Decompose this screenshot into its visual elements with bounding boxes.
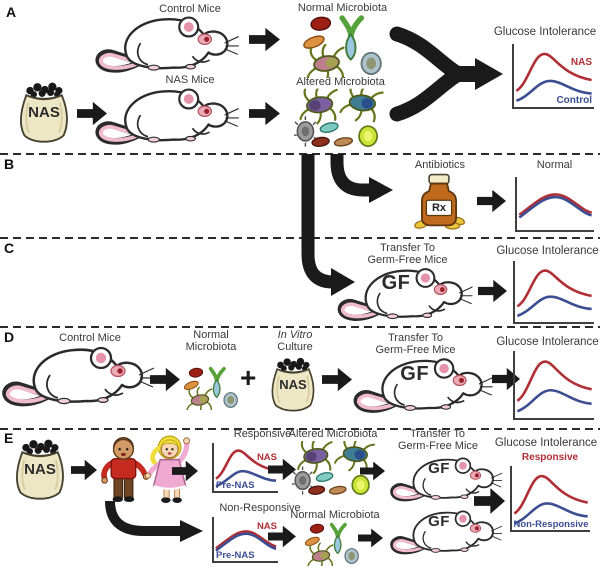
responsive-prenas-label: Pre-NAS [216, 480, 255, 491]
plus-sign: + [240, 362, 257, 393]
panel-e-label: E [4, 430, 14, 446]
normal-microbiota-icon-d [182, 356, 242, 420]
arrow-icon [358, 527, 383, 549]
nas-sack-label-d: NAS [279, 376, 307, 392]
panel-divider-cd [0, 326, 600, 328]
altered-microbiota-label: Altered Microbiota [296, 76, 385, 88]
nonresponsive-chart: NAS Pre-NAS [212, 517, 278, 563]
control-mice-label: Control Mice [159, 3, 221, 15]
transfer-to-label-d: Transfer To [387, 332, 444, 344]
normal-microbiota-label: Normal Microbiota [297, 2, 388, 14]
gf-label-c: GF [381, 272, 411, 295]
glucose-chart-e-wrap: Responsive Non-Responsive [504, 452, 596, 536]
nas-curve-label: NAS [570, 57, 592, 68]
chart-title-b: Normal [536, 159, 573, 171]
flow-line-to-antibiotics [330, 154, 393, 203]
nas-mouse-illustration [92, 82, 242, 150]
glucose-chart-e: Non-Responsive [510, 466, 590, 532]
culture-label: Culture [277, 341, 313, 353]
altered-microbiota-icon [294, 88, 389, 152]
germ-free-mouse-c: GF [332, 262, 478, 326]
nonresponsive-curve-label: Non-Responsive [513, 519, 589, 530]
arrow-icon [322, 366, 352, 393]
chart-title-e: Glucose Intolerance [494, 437, 598, 449]
responsive-curve-label: Responsive [521, 452, 579, 463]
responsive-chart: NAS Pre-NAS [212, 443, 278, 493]
germ-free-mouse-d: GF [352, 352, 494, 418]
arrow-icon [249, 26, 280, 53]
panel-b-label: B [4, 156, 15, 172]
panel-divider-ab [0, 153, 600, 155]
panel-c-label: C [4, 240, 15, 256]
panel-a-label: A [6, 4, 17, 20]
arrow-icon [249, 100, 280, 127]
nas-sack-icon-e: NAS [12, 438, 68, 502]
chart-title-a: Glucose Intolerance [493, 26, 597, 38]
transfer-to-label-c: Transfer To [379, 242, 436, 254]
nas-sack-icon-d: NAS [268, 356, 318, 414]
nas-mice-label: NAS Mice [165, 74, 215, 86]
control-mouse-illustration [92, 10, 242, 78]
glucose-chart-d [513, 351, 594, 420]
chart-title-c: Glucose Intolerance [496, 245, 599, 257]
control-mice-label-d: Control Mice [59, 332, 121, 344]
normal-microbiota-label-e: Normal Microbiota [290, 509, 380, 521]
germ-free-mice-label-e: Germ-Free Mice [397, 440, 479, 452]
normal-microbiota-label-d2: Microbiota [185, 341, 237, 353]
merge-arrow-icon [389, 26, 503, 122]
nonresponsive-nas-label: NAS [256, 521, 277, 532]
normal-microbiota-label-d1: Normal [193, 329, 229, 341]
arrow-icon [477, 188, 506, 214]
nas-sack-icon: NAS [16, 82, 72, 144]
germ-free-mice-label-d: Germ-Free Mice [375, 344, 456, 356]
gf-label-e-bottom: GF [428, 512, 450, 530]
rx-label: Rx [431, 202, 447, 214]
arrow-icon [71, 458, 97, 482]
altered-microbiota-label-e: Altered Microbiota [288, 428, 378, 440]
nas-sack-label-e: NAS [24, 461, 56, 479]
nonresponsive-prenas-label: Pre-NAS [216, 550, 255, 561]
germ-free-mouse-e-top: GF [390, 452, 502, 506]
arrow-icon [360, 460, 385, 482]
responsive-title: Responsive [233, 428, 292, 440]
glucose-chart-c [513, 261, 594, 324]
arrow-icon [478, 278, 507, 304]
gf-label-d: GF [400, 362, 430, 385]
arrow-icon [150, 366, 180, 393]
arrow-icon [172, 459, 198, 483]
arrow-icon [268, 524, 296, 549]
normal-chart-b [515, 177, 594, 232]
control-curve-label: Control [556, 95, 592, 106]
responsive-nas-label: NAS [256, 452, 277, 463]
normal-microbiota-icon [300, 14, 388, 78]
panel-d-label: D [4, 329, 15, 345]
panel-divider-bc [0, 237, 600, 239]
in-vitro-label: In Vitro [277, 329, 313, 341]
curved-arrow-to-nonresponsive [105, 500, 203, 542]
gf-label-e-top: GF [428, 459, 450, 477]
antibiotics-label: Antibiotics [414, 159, 466, 171]
glucose-chart-a: NAS Control [512, 44, 594, 109]
germ-free-mice-label-c: Germ-Free Mice [367, 254, 448, 266]
nas-sack-label: NAS [28, 104, 60, 122]
panel-divider-de [0, 428, 600, 430]
transfer-to-label-e: Transfer To [409, 428, 466, 440]
germ-free-mouse-e-bottom: GF [390, 505, 502, 559]
antibiotics-bottle-icon: Rx [412, 172, 466, 232]
arrow-icon [474, 486, 505, 516]
flow-line-to-germ-free [301, 154, 355, 296]
chart-title-d: Glucose Intolerance [496, 336, 599, 348]
control-mouse-illustration-d [2, 340, 154, 412]
nonresponsive-title: Non-Responsive [219, 502, 301, 514]
